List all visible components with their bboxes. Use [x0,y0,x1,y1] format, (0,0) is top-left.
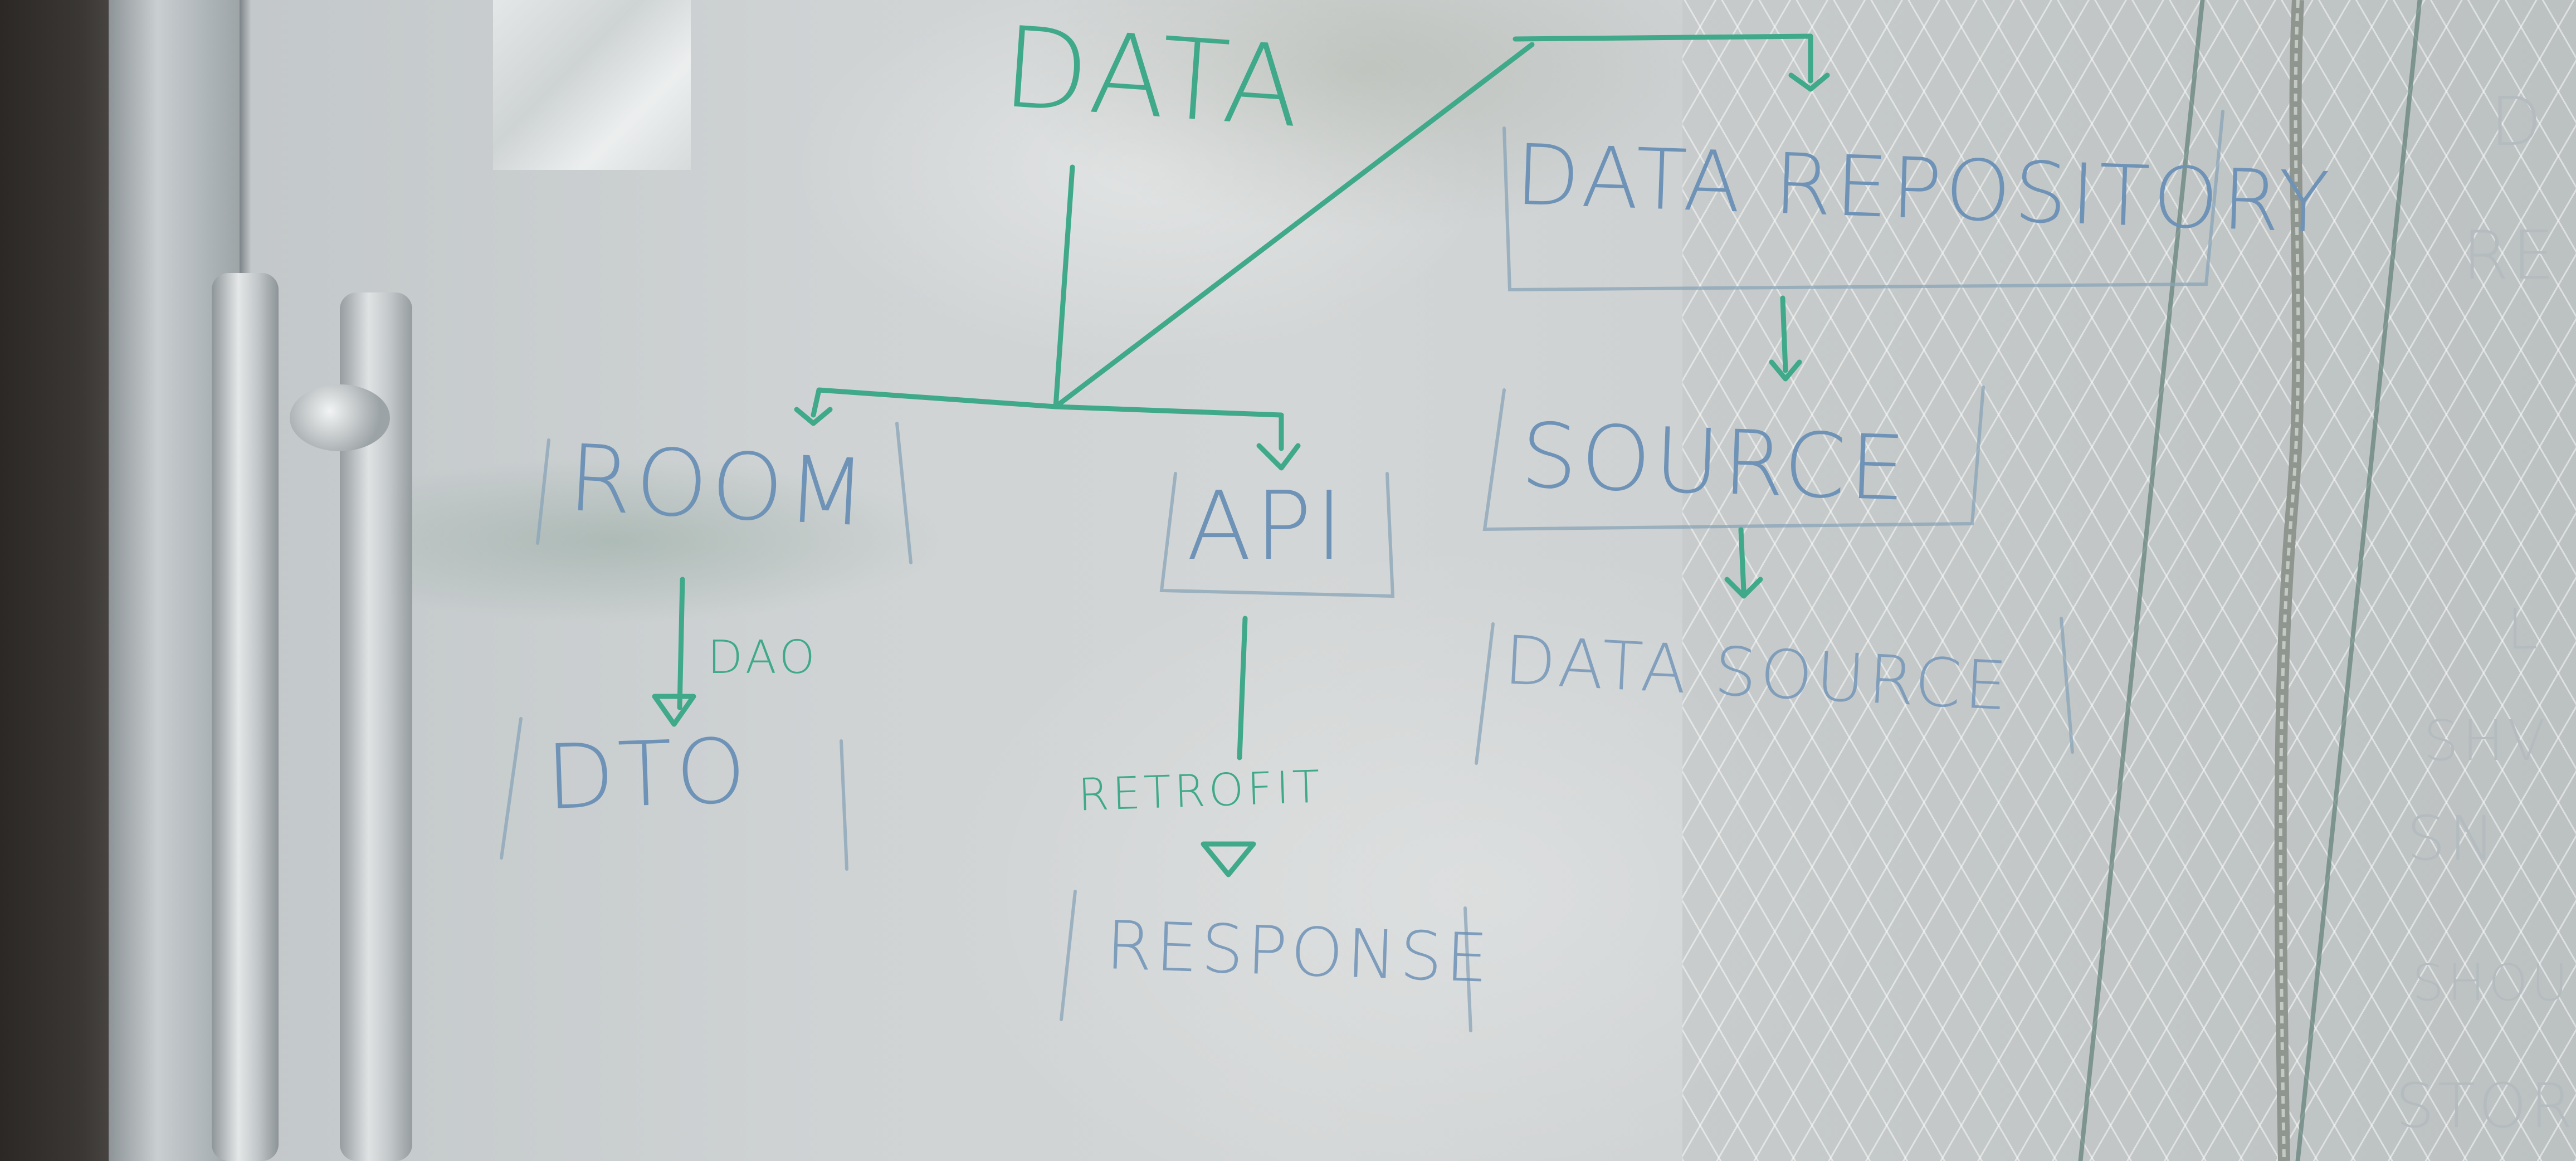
api-label: API [1187,471,1346,582]
title-data: DATA [998,2,1307,153]
wall [0,0,117,1161]
repo-arrow [1769,295,1802,382]
source-arrow [1724,526,1763,599]
arrow-left-head [794,407,833,426]
retrofit-label: RETROFIT [1077,760,1324,821]
source-box [1482,386,1985,531]
dto-label: DTO [544,718,752,830]
top-line [1513,33,1813,84]
rope [2274,0,2305,1161]
api-box [1159,472,1395,598]
window-reflection [493,0,691,170]
door-handle-bar [212,273,279,1161]
dao-line [677,577,685,710]
edge-fragment: D [2490,84,2545,161]
edge-fragment: STOR [2396,1070,2576,1142]
stem-line [1053,164,1075,409]
top-arrow-head [1788,72,1830,92]
response-label: RESPONSE [1104,906,1493,998]
room-label: ROOM [565,424,872,548]
dao-label: DAO [708,631,818,684]
source-label: SOURCE [1519,403,1911,521]
dao-arrow [652,694,696,727]
arrow-right-head [1256,443,1301,471]
repo-box [1502,110,2224,292]
edge-fragment: L [2507,597,2541,662]
edge-fragment: SN [2407,803,2499,874]
retrofit-line [1237,616,1248,760]
diagonal-line [1053,42,1535,409]
safety-net [1682,0,2576,1161]
branch-left-line [811,387,1058,418]
response-box [1060,890,1472,1032]
room-box [536,422,913,564]
edge-fragment: SHV [2423,708,2549,773]
branch-right-line [1053,404,1284,451]
datasource-box [1475,617,2074,765]
dto-box [500,717,848,871]
edge-fragment: RE [2462,217,2558,295]
edge-fragment: SHOU [2412,954,2572,1012]
plant-reflection [390,457,947,624]
door-handle-connector [290,384,390,451]
retrofit-arrow [1201,841,1256,877]
